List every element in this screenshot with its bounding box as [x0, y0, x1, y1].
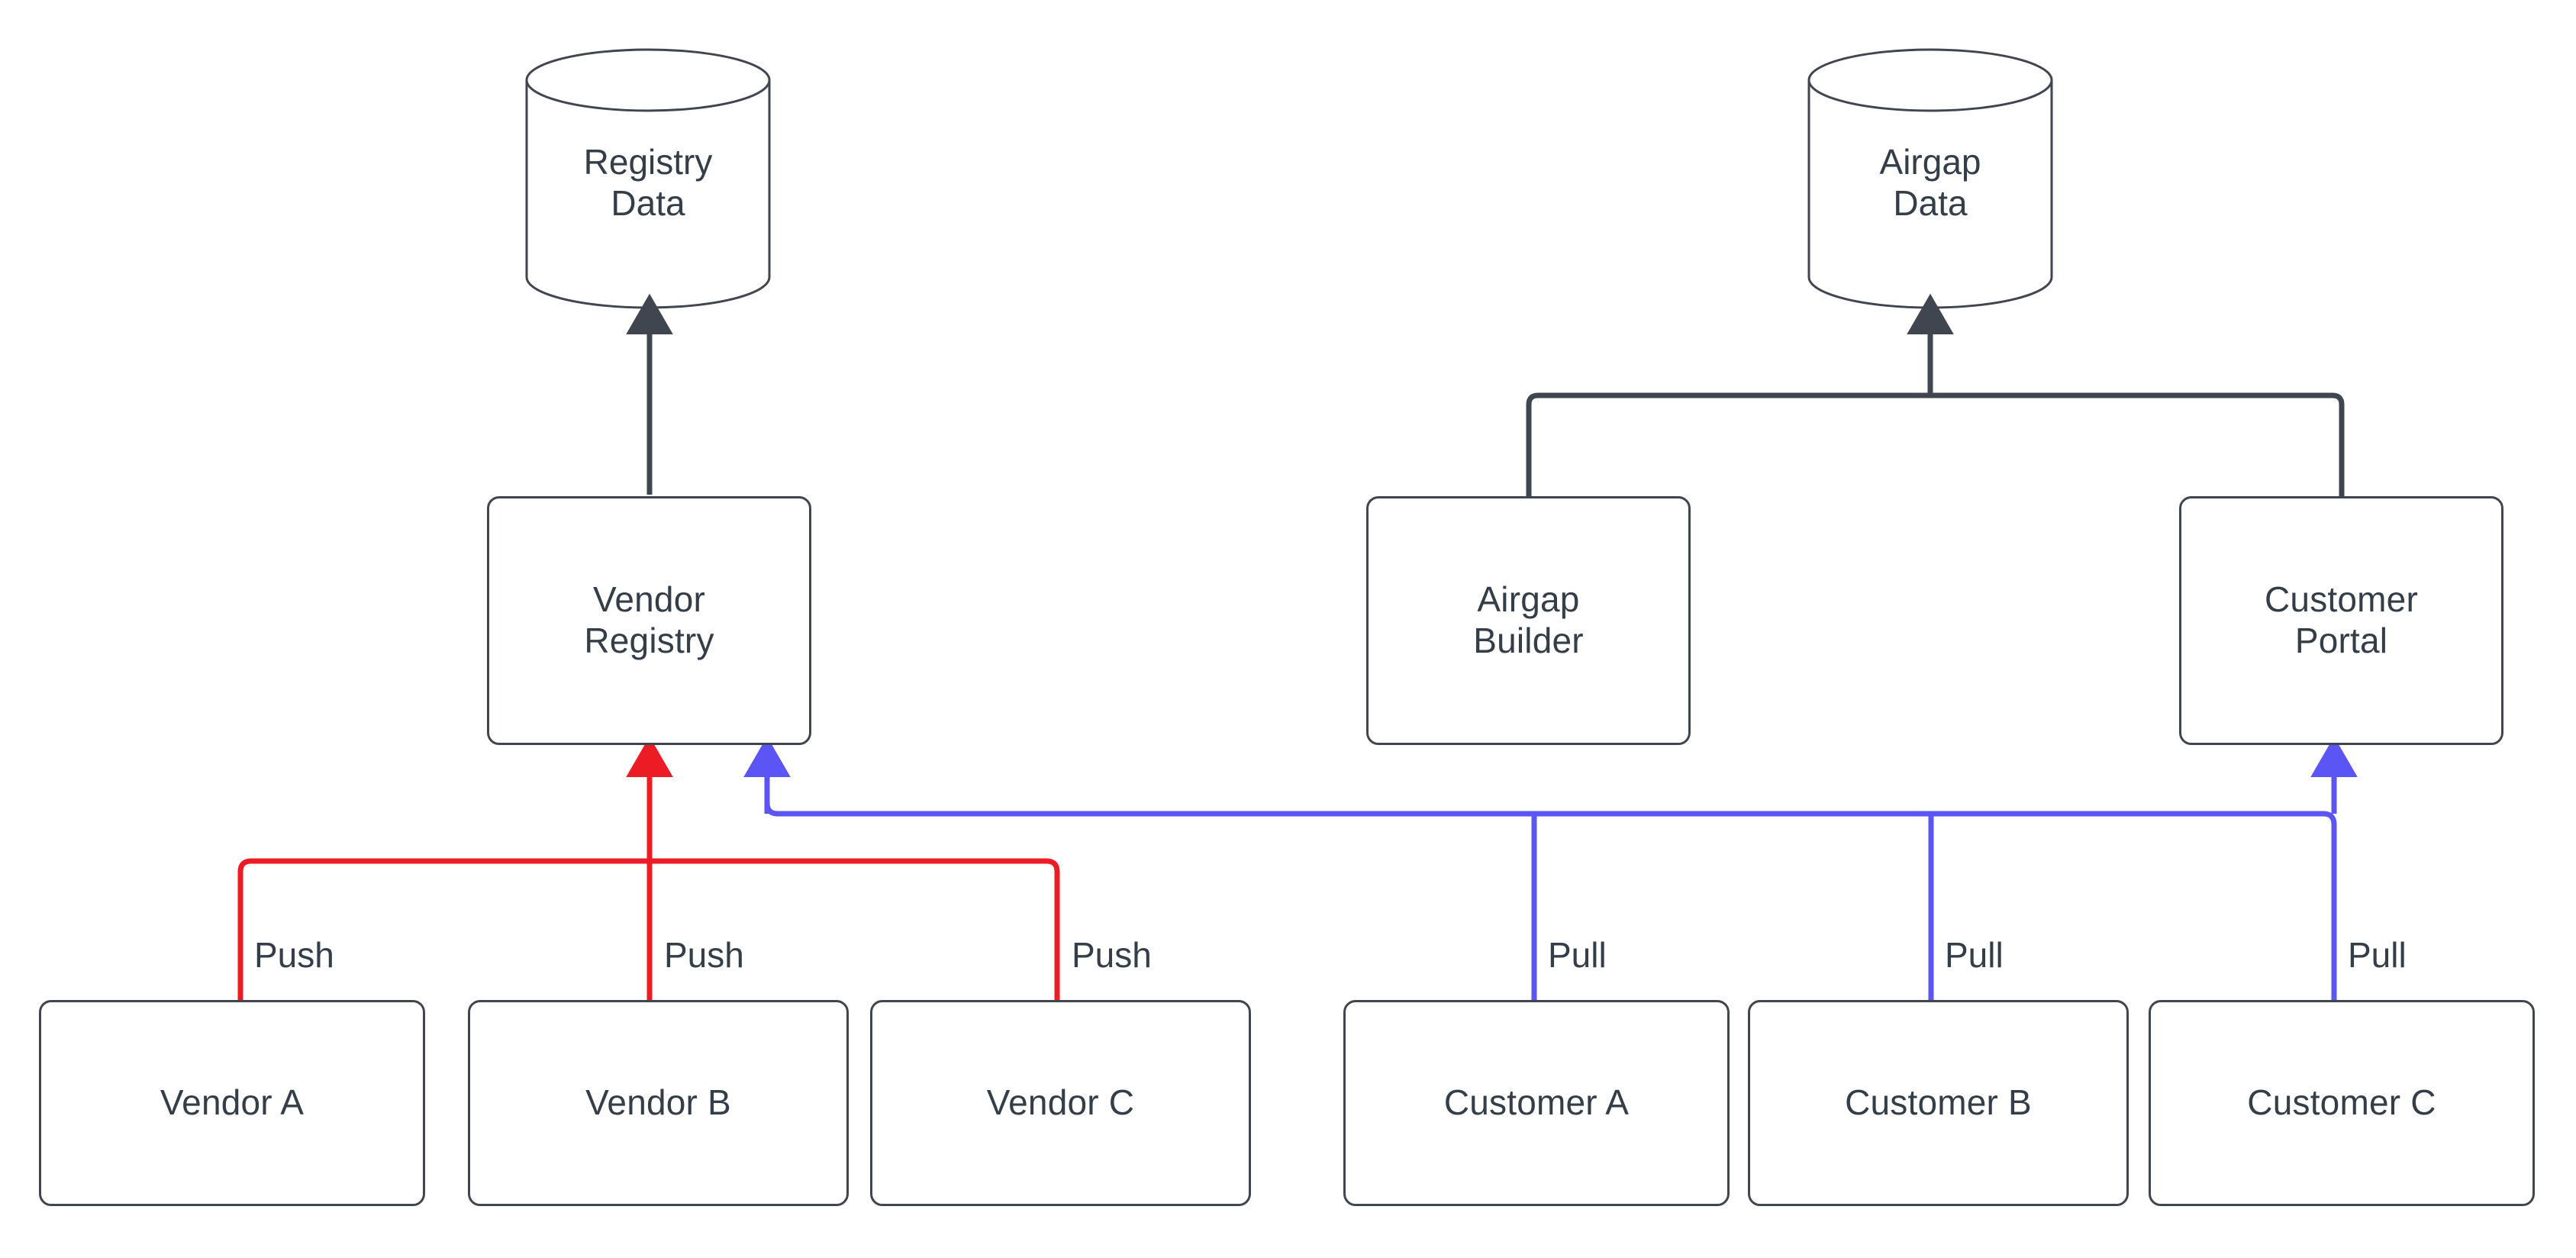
edge-label-push-vendor-c: Push	[1072, 935, 1152, 975]
node-vendor-c[interactable]: Vendor C	[870, 1000, 1251, 1206]
node-airgap-builder[interactable]: Airgap Builder	[1366, 496, 1691, 745]
edge-label-pull-customer-a: Pull	[1548, 935, 1607, 975]
edge-label-push-vendor-b: Push	[664, 935, 744, 975]
registry-data-cylinder-shape	[525, 48, 771, 309]
edge-label-pull-customer-c: Pull	[2348, 935, 2407, 975]
node-customer-b[interactable]: Customer B	[1748, 1000, 2129, 1206]
node-vendor-b[interactable]: Vendor B	[468, 1000, 849, 1206]
node-vendor-registry[interactable]: Vendor Registry	[487, 496, 811, 745]
node-vendor-a[interactable]: Vendor A	[39, 1000, 425, 1206]
edge-push-bus	[237, 858, 1060, 1000]
edge-label-pull-customer-b: Pull	[1945, 935, 2004, 975]
airgap-data-label: Airgap Data	[1879, 142, 1981, 223]
edge-airgap-bus	[1526, 392, 2345, 496]
airgap-data-cylinder-shape	[1807, 48, 2053, 309]
edge-label-push-vendor-a: Push	[254, 935, 334, 975]
node-customer-a[interactable]: Customer A	[1343, 1000, 1730, 1206]
node-customer-portal[interactable]: Customer Portal	[2179, 496, 2503, 745]
registry-data-label: Registry Data	[583, 142, 713, 223]
node-customer-c[interactable]: Customer C	[2149, 1000, 2535, 1206]
